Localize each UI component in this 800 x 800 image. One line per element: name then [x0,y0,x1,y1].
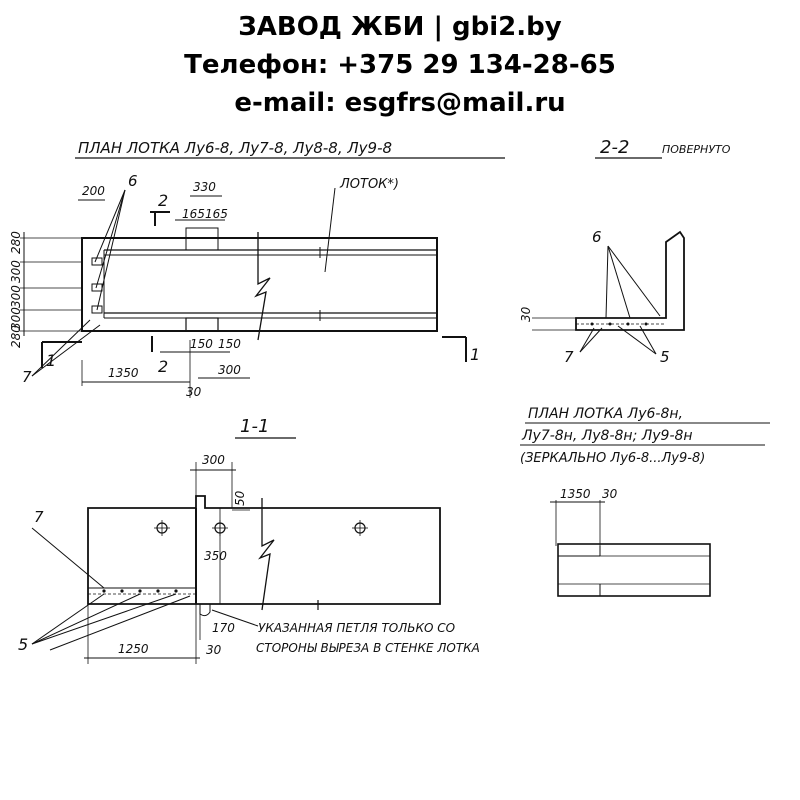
section-1-1-hole-3 [352,520,368,536]
plan-title: ПЛАН ЛОТКА Лу6-8, Лу7-8, Лу8-8, Лу9-8 [78,139,392,157]
section-1-1-break-symbol [258,498,275,611]
section-2-2-dim-30: 30 [519,306,533,322]
plan-mark-6: 6 [128,172,138,190]
plan2-title-line-2: Лу7-8н, Лу8-8н; Лу9-8н [521,428,693,444]
plan-dim-165b: 165 [205,207,228,221]
header-factory-name: ЗАВОД ЖБИ | gbi2.by [238,12,562,42]
plan-dim-300a: 300 [9,260,23,283]
plan2-dim-1350: 1350 [560,487,591,501]
section-1-1-note-line-1: УКАЗАННАЯ ПЕТЛЯ ТОЛЬКО СО [258,621,455,635]
plan-tray-outline [81,237,438,332]
plan-dim-30: 30 [186,385,202,399]
section-1-1-hole-2 [212,520,228,536]
section-1-1-dim-170: 170 [212,621,235,635]
plan-section-2-top: 2 [158,191,168,210]
section-1-1-mark-7: 7 [34,508,44,526]
section-1-1-dim-30: 30 [206,643,222,657]
section-1-1-dim-350: 350 [204,549,227,563]
section-1-1-title: 1-1 [240,416,269,437]
plan-dim-200: 200 [82,184,105,198]
section-1-1-note-line-2: СТОРОНЫ ВЫРЕЗА В СТЕНКЕ ЛОТКА [256,641,480,655]
plan-break-symbol [254,232,271,341]
plan-dim-300d: 300 [218,363,241,377]
header-phone: Телефон: +375 29 134-28-65 [184,50,616,80]
section-2-2-mark-7: 7 [564,348,574,366]
plan-section-1-left: 1 [46,351,56,370]
section-1-1-dim-300: 300 [202,453,225,467]
section-2-2-profile [575,230,685,331]
plan-loop-3 [91,305,103,314]
plan-loop-1 [91,257,103,266]
plan-mark-7: 7 [22,368,32,386]
header: ЗАВОД ЖБИ | gbi2.by Телефон: +375 29 134… [0,0,800,122]
plan-dim-150a: 150 [190,337,213,351]
section-2-2-mark-6: 6 [592,228,602,246]
plan-dim-330: 330 [193,180,216,194]
plan-dim-300c: 300 [9,307,23,330]
section-2-2-title: 2-2 [600,137,629,158]
plan-dim-150b: 150 [218,337,241,351]
section-2-2-subtitle: ПОВЕРНУТО [662,143,731,156]
plan-dim-300b: 300 [9,285,23,308]
plan-notch [185,317,219,332]
plan-dim-1350: 1350 [108,366,139,380]
header-email: e-mail: esgfrs@mail.ru [234,88,566,118]
plan-section-1-right: 1 [470,345,480,364]
section-1-1-hole-1 [154,520,170,536]
plan-dim-280b: 280 [9,325,23,348]
section-1-1-mark-5: 5 [18,635,28,654]
plan-view: ЛОТОК*) 6 200 330 165 165 2 280 300 300 … [9,172,480,399]
plan2-dim-30: 30 [602,487,618,501]
section-2-2-mark-5: 5 [660,348,670,366]
plan2-view: 1350 30 [550,487,711,597]
plan-dim-280a: 280 [9,231,23,254]
section-1-1-view: 300 50 350 7 5 1250 170 30 УКАЗАННАЯ ПЕТ… [18,453,480,664]
plan2-title-line-3: (ЗЕРКАЛЬНО Лу6-8...Лу9-8) [520,451,705,466]
plan-section-2-bottom: 2 [158,357,168,376]
section-1-1-dim-50: 50 [233,490,247,506]
plan-dim-165a: 165 [182,207,205,221]
section-1-1-loop [199,604,211,617]
section-2-2-view: 6 7 5 30 [519,228,685,366]
plan-label-tray: ЛОТОК*) [339,177,399,192]
plan2-title-line-1: ПЛАН ЛОТКА Лу6-8н, [528,406,683,422]
plan2-tray-outline [557,543,711,597]
section-1-1-dim-1250: 1250 [118,642,149,656]
